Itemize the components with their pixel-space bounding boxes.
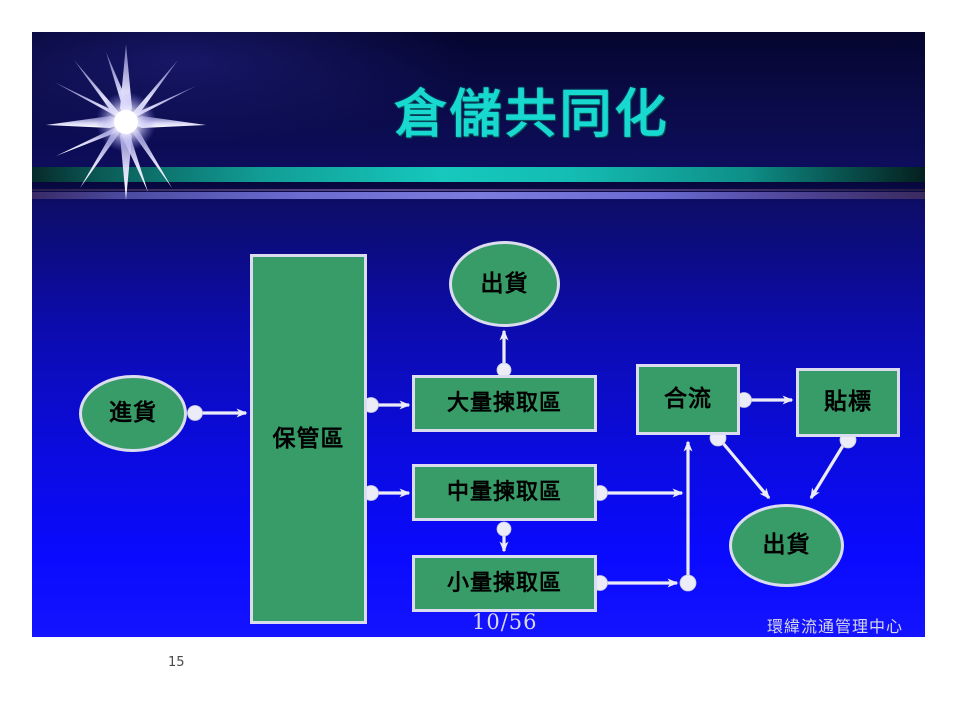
node-label-pick-medium: 中量揀取區 bbox=[446, 479, 562, 505]
divider-band-blue-thin bbox=[32, 189, 925, 191]
node-pick-large[interactable]: 大量揀取區 bbox=[412, 375, 597, 432]
node-ship-top[interactable]: 出貨 bbox=[449, 241, 560, 327]
node-label-merge: 合流 bbox=[664, 386, 712, 412]
node-receiving[interactable]: 進貨 bbox=[79, 375, 187, 452]
divider-band-teal bbox=[32, 167, 925, 182]
connector-dot bbox=[496, 521, 512, 537]
connector-dot bbox=[187, 405, 203, 421]
node-label-receiving: 進貨 bbox=[109, 400, 157, 426]
node-pick-small[interactable]: 小量揀取區 bbox=[412, 555, 597, 612]
divider-band-blue bbox=[32, 192, 925, 199]
slide-canvas: 倉儲共同化 bbox=[32, 32, 925, 637]
node-storage[interactable]: 保管區 bbox=[250, 254, 367, 624]
divider-band-shadow bbox=[32, 182, 925, 194]
slide-number: 15 bbox=[168, 655, 185, 670]
organization-name: 環緯流通管理中心 bbox=[766, 617, 903, 636]
edge-merge-ship-bottom bbox=[720, 440, 771, 500]
node-label-storage: 保管區 bbox=[272, 425, 345, 452]
page-counter: 10/56 bbox=[472, 610, 538, 634]
slide-header-band bbox=[32, 32, 925, 167]
connector-dot bbox=[679, 574, 697, 592]
node-merge[interactable]: 合流 bbox=[636, 364, 740, 435]
node-pick-medium[interactable]: 中量揀取區 bbox=[412, 464, 597, 521]
node-label-pick-small: 小量揀取區 bbox=[446, 570, 562, 596]
node-label-labeling: 貼標 bbox=[824, 389, 872, 415]
node-label-ship-bottom: 出貨 bbox=[762, 532, 811, 558]
page-title: 倉儲共同化 bbox=[394, 84, 670, 145]
node-ship-bottom[interactable]: 出貨 bbox=[729, 504, 844, 587]
node-label-pick-large: 大量揀取區 bbox=[446, 390, 562, 416]
node-labeling[interactable]: 貼標 bbox=[796, 368, 900, 437]
node-label-ship-top: 出貨 bbox=[480, 270, 529, 297]
edge-labeling-ship-bottom bbox=[809, 443, 846, 500]
